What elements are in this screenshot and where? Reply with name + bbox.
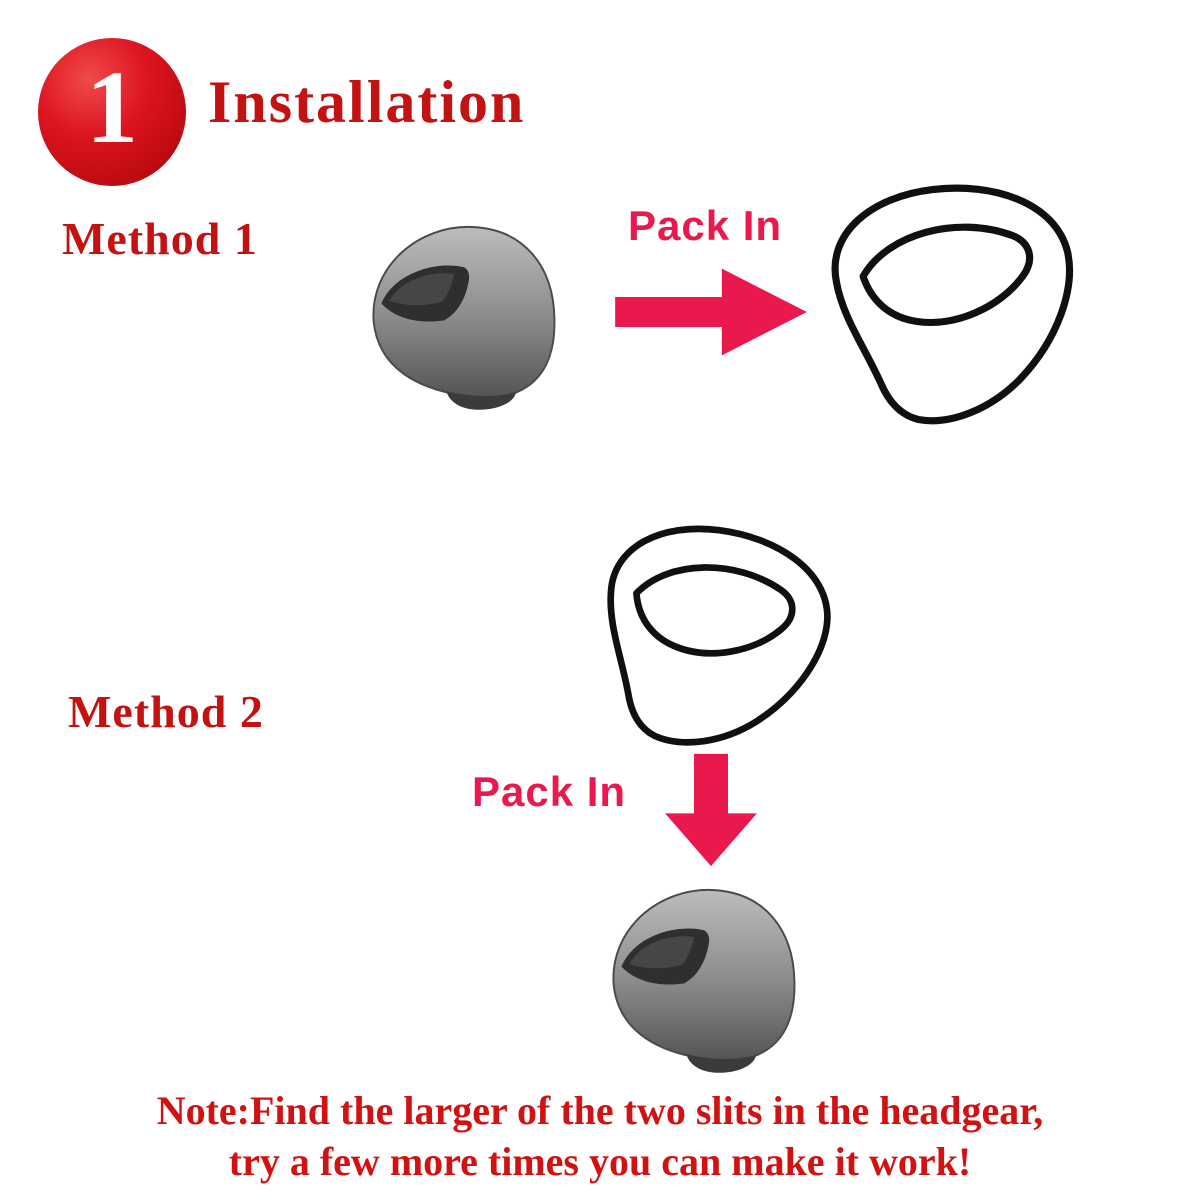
helmet-icon — [612, 888, 796, 1074]
method2-label: Method 2 — [68, 686, 264, 737]
method1-label: Method 1 — [62, 213, 258, 264]
arrow-right-icon — [615, 268, 807, 356]
helmet-icon — [372, 225, 556, 411]
method1-pack-in-label: Pack In — [628, 202, 783, 249]
page-title: Installation — [208, 69, 526, 135]
note-text: Note:Find the larger of the two slits in… — [0, 1085, 1200, 1187]
step-number: 1 — [86, 50, 138, 165]
arrow-down-icon — [665, 753, 757, 867]
helmet-cover-icon — [555, 490, 863, 785]
note-line-2: try a few more times you can make it wor… — [228, 1139, 972, 1185]
method2-pack-in-label: Pack In — [472, 768, 627, 815]
note-line-1: Note:Find the larger of the two slits in… — [156, 1088, 1044, 1133]
helmet-cover-icon — [812, 176, 1088, 432]
step-badge: 1 — [38, 38, 186, 186]
